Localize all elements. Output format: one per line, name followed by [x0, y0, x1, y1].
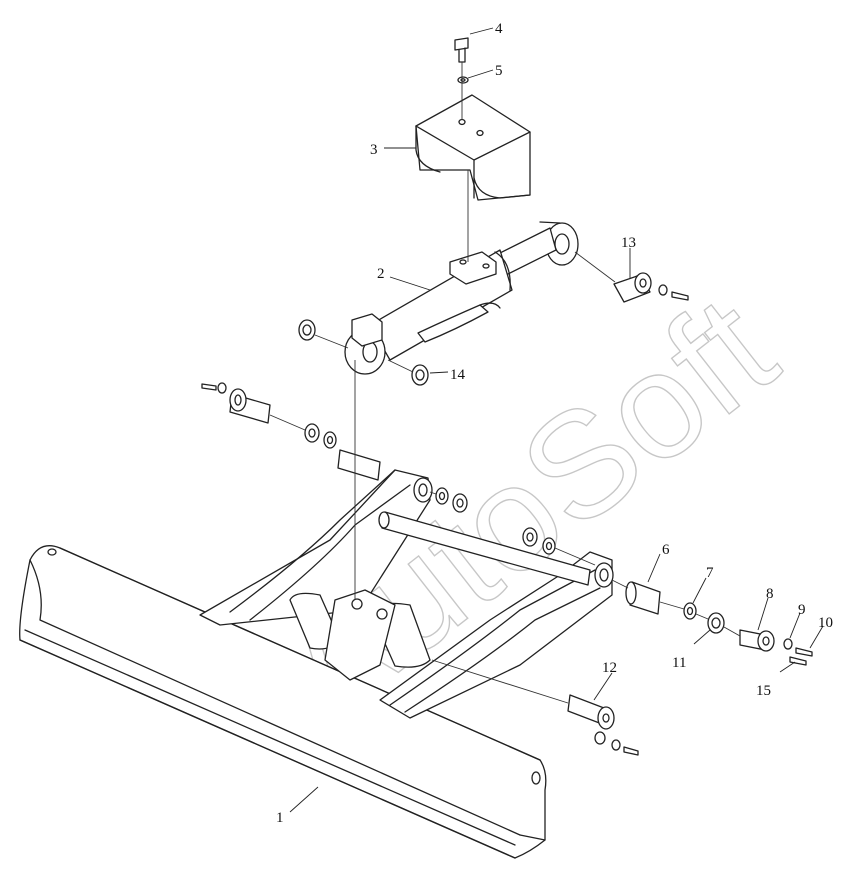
left-pivot-washers: [304, 423, 468, 513]
callout-3: 3: [370, 142, 378, 158]
callout-5: 5: [495, 63, 503, 79]
left-pin: [201, 382, 271, 424]
washer-11: [707, 612, 725, 634]
washer-7: [683, 602, 697, 620]
callout-11: 11: [672, 655, 686, 671]
bolt-10: [795, 647, 813, 657]
pin-12: [567, 694, 639, 756]
push-frame: [199, 469, 614, 719]
callout-2: 2: [377, 266, 385, 282]
callout-labels: 1 2 3 4 5 6 7 8 9 10 11 12 13 14 15: [276, 21, 833, 826]
right-pivot-washers: [522, 527, 556, 555]
leader-lines: [289, 27, 824, 813]
pin-13: [613, 272, 689, 303]
bolt-4: [454, 37, 469, 63]
callout-13: 13: [621, 235, 636, 251]
callout-1: 1: [276, 810, 284, 826]
hydraulic-cylinder: [344, 221, 579, 375]
callout-9: 9: [798, 602, 806, 618]
washer-14: [411, 364, 429, 386]
callout-14: 14: [450, 367, 466, 383]
callout-4: 4: [495, 21, 503, 37]
washer-left: [298, 319, 316, 341]
callout-15: 15: [756, 683, 771, 699]
callout-8: 8: [766, 586, 774, 602]
washer-9: [783, 638, 793, 650]
washer-5: [457, 76, 469, 84]
cylinder-cover: [415, 94, 531, 201]
grease-fitting-15: [789, 656, 807, 666]
callout-6: 6: [662, 542, 670, 558]
blade: [19, 545, 547, 859]
callout-10: 10: [818, 615, 833, 631]
assembly-lines: [269, 62, 741, 704]
pin-8: [739, 629, 775, 652]
callout-7: 7: [706, 565, 714, 581]
callout-12: 12: [602, 660, 617, 676]
